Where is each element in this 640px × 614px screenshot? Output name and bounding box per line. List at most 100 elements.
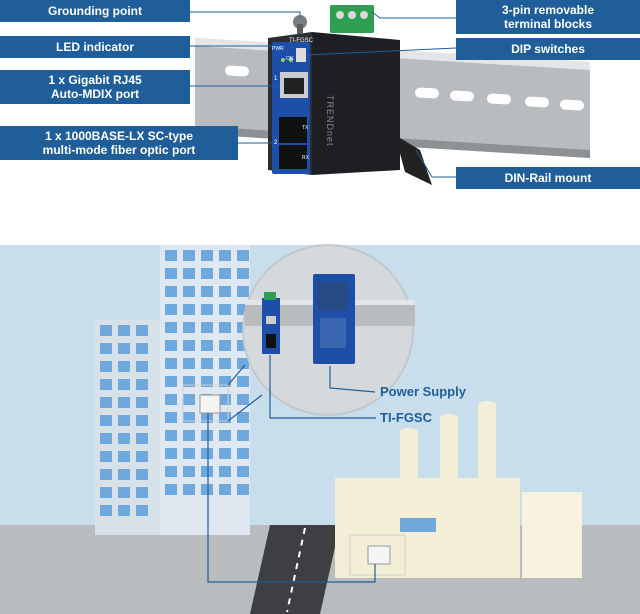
label-fiber-port: 1 x 1000BASE-LX SC-type multi-mode fiber… bbox=[0, 126, 238, 160]
building-window bbox=[237, 340, 249, 351]
building-window bbox=[219, 322, 231, 333]
building-window bbox=[183, 250, 195, 261]
building-window bbox=[100, 487, 112, 498]
building-window bbox=[237, 304, 249, 315]
building-window bbox=[219, 412, 231, 423]
building-window bbox=[165, 430, 177, 441]
building-window bbox=[136, 325, 148, 336]
building-window bbox=[118, 487, 130, 498]
building-window bbox=[118, 433, 130, 444]
callout-ti-fgsc: TI-FGSC bbox=[380, 410, 432, 425]
building-window bbox=[165, 322, 177, 333]
building-window bbox=[165, 466, 177, 477]
building-window bbox=[201, 484, 213, 495]
building-window bbox=[100, 469, 112, 480]
din-clip bbox=[395, 135, 432, 185]
building-window bbox=[136, 487, 148, 498]
building-window bbox=[237, 394, 249, 405]
building-panel bbox=[199, 394, 221, 414]
building-window bbox=[118, 451, 130, 462]
building-window bbox=[183, 376, 195, 387]
building-window bbox=[201, 340, 213, 351]
product-illustration bbox=[190, 5, 590, 185]
building-window bbox=[219, 448, 231, 459]
building-window bbox=[237, 286, 249, 297]
building-window bbox=[118, 343, 130, 354]
zoom-circle bbox=[242, 244, 415, 416]
label-grounding-point: Grounding point bbox=[0, 0, 190, 22]
building-window bbox=[183, 484, 195, 495]
building-window bbox=[201, 358, 213, 369]
device-port-rx: RX bbox=[302, 155, 309, 161]
building-window bbox=[201, 376, 213, 387]
building-window bbox=[100, 361, 112, 372]
device-dip-label: ON bbox=[286, 56, 294, 62]
building-window bbox=[118, 469, 130, 480]
building-window bbox=[118, 415, 130, 426]
converter-device bbox=[268, 5, 400, 175]
building-window bbox=[136, 433, 148, 444]
label-din-rail: DIN-Rail mount bbox=[456, 167, 640, 189]
building-window bbox=[237, 268, 249, 279]
building-window bbox=[165, 448, 177, 459]
label-dip-switches: DIP switches bbox=[456, 38, 640, 60]
building-window bbox=[165, 484, 177, 495]
building-window bbox=[165, 250, 177, 261]
building-window bbox=[219, 376, 231, 387]
connection-lines bbox=[207, 355, 376, 583]
road bbox=[250, 525, 340, 614]
device-port-2: 2 bbox=[274, 140, 278, 146]
callout-power-supply: Power Supply bbox=[380, 384, 466, 399]
building-window bbox=[183, 322, 195, 333]
building-window bbox=[201, 430, 213, 441]
building-window bbox=[118, 379, 130, 390]
building-window bbox=[183, 304, 195, 315]
building-window bbox=[183, 358, 195, 369]
building-window bbox=[237, 448, 249, 459]
building-window bbox=[100, 433, 112, 444]
office-building bbox=[95, 245, 250, 535]
building-window bbox=[237, 250, 249, 261]
building-window bbox=[165, 376, 177, 387]
building-window bbox=[219, 304, 231, 315]
building-window bbox=[201, 268, 213, 279]
building-window bbox=[165, 394, 177, 405]
building-window bbox=[136, 379, 148, 390]
factory-building bbox=[335, 401, 582, 578]
building-window bbox=[118, 397, 130, 408]
building-window bbox=[136, 505, 148, 516]
building-window bbox=[136, 451, 148, 462]
building-window bbox=[237, 484, 249, 495]
building-window bbox=[136, 469, 148, 480]
building-window bbox=[165, 412, 177, 423]
building-window bbox=[219, 358, 231, 369]
building-window bbox=[165, 358, 177, 369]
building-window bbox=[183, 286, 195, 297]
building-window bbox=[183, 448, 195, 459]
building-window bbox=[237, 412, 249, 423]
building-window bbox=[201, 286, 213, 297]
building-window bbox=[100, 379, 112, 390]
building-window bbox=[237, 358, 249, 369]
building-window bbox=[201, 448, 213, 459]
device-port-tx: TX bbox=[302, 125, 309, 131]
building-window bbox=[136, 397, 148, 408]
building-window bbox=[201, 250, 213, 261]
device-port-1: 1 bbox=[274, 76, 278, 82]
building-window bbox=[118, 361, 130, 372]
building-window bbox=[100, 505, 112, 516]
building-window bbox=[219, 466, 231, 477]
device-model: TI-FGSC bbox=[289, 38, 313, 44]
building-window bbox=[136, 361, 148, 372]
building-window bbox=[237, 376, 249, 387]
building-window bbox=[165, 268, 177, 279]
building-window bbox=[237, 466, 249, 477]
building-window bbox=[165, 286, 177, 297]
building-window bbox=[183, 340, 195, 351]
building-window bbox=[165, 340, 177, 351]
building-window bbox=[118, 505, 130, 516]
building-window bbox=[219, 340, 231, 351]
label-led-indicator: LED indicator bbox=[0, 36, 190, 58]
building-window bbox=[100, 343, 112, 354]
